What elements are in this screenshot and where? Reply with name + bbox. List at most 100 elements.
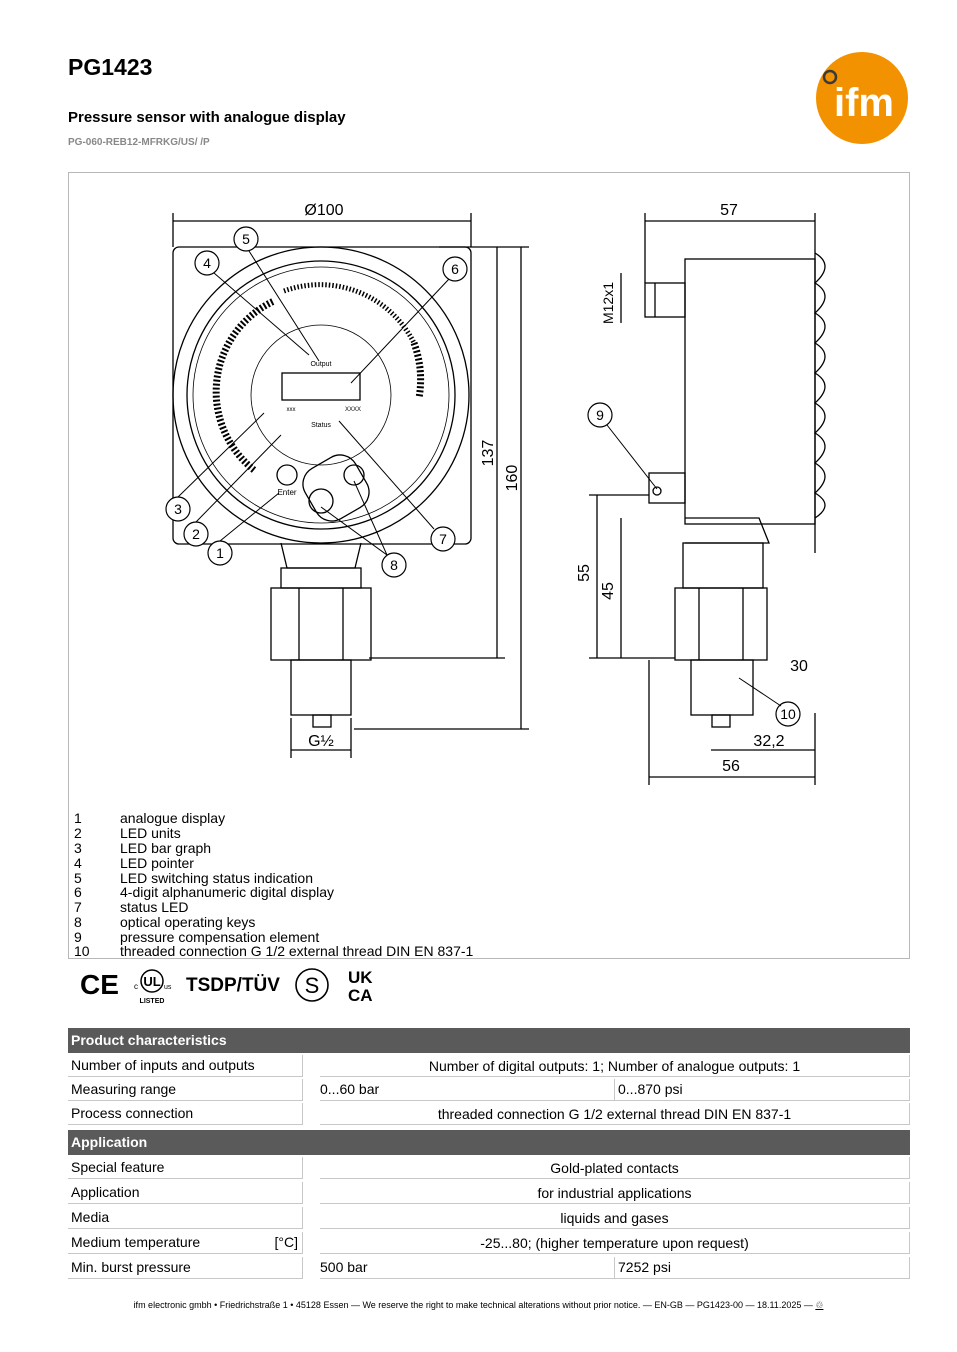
svg-text:6: 6 xyxy=(451,261,459,277)
svg-text:7: 7 xyxy=(439,531,447,547)
svg-text:32,2: 32,2 xyxy=(753,733,784,750)
svg-text:4: 4 xyxy=(203,255,211,271)
front-bezel-outer xyxy=(172,246,470,544)
svg-text:10: 10 xyxy=(780,706,796,722)
front-bezel-inner xyxy=(186,260,456,530)
section-header-product-characteristics: Product characteristics xyxy=(68,1028,910,1053)
svg-text:45: 45 xyxy=(600,582,617,600)
legend-number: 8 xyxy=(74,914,82,930)
legend-number: 7 xyxy=(74,899,82,915)
ukca-mark-icon: UK CA xyxy=(348,968,373,1005)
s-mark-icon: S xyxy=(295,968,329,1002)
legend-text: optical operating keys xyxy=(120,914,256,930)
row-label: Number of inputs and outputs xyxy=(68,1055,303,1077)
svg-text:c: c xyxy=(134,982,138,991)
legend-number: 3 xyxy=(74,840,82,856)
svg-text:XXXX: XXXX xyxy=(345,407,361,413)
svg-text:xxx: xxx xyxy=(287,407,296,413)
svg-text:UK: UK xyxy=(348,968,373,987)
table-row: Min. burst pressure 500 bar 7252 psi xyxy=(68,1257,910,1279)
svg-text:ifm: ifm xyxy=(834,81,894,125)
product-title: Pressure sensor with analogue display xyxy=(68,109,346,126)
row-value-psi: 0...870 psi xyxy=(615,1079,910,1101)
legend-text: status LED xyxy=(120,899,189,915)
footer: ifm electronic gmbh • Friedrichstraße 1 … xyxy=(0,1300,957,1311)
svg-text:Output: Output xyxy=(310,361,331,368)
table-row: Medium temperature [°C] -25...80; (highe… xyxy=(68,1232,910,1254)
recycle-icon: ♲ xyxy=(815,1300,824,1310)
svg-text:UL: UL xyxy=(143,974,160,989)
svg-text:9: 9 xyxy=(596,407,604,423)
certification-marks: CE UL c us LISTED TSDP/TÜV S UK CA xyxy=(72,965,412,1005)
legend-text: LED units xyxy=(120,825,181,841)
row-value-bar: 500 bar xyxy=(320,1257,615,1279)
row-label: Measuring range xyxy=(68,1079,303,1101)
row-value: threaded connection G 1/2 external threa… xyxy=(320,1103,910,1125)
table-row: Application for industrial applications xyxy=(68,1182,910,1204)
legend-text: LED bar graph xyxy=(120,840,212,856)
table-row: Media liquids and gases xyxy=(68,1207,910,1229)
legend-text: 4-digit alphanumeric digital display xyxy=(120,884,335,900)
dimension-drawing: Ø100 57 137 160 M12x1 55 45 G½ 32,2 56 3… xyxy=(68,172,910,959)
legend-number: 10 xyxy=(74,943,90,959)
product-code: PG1423 xyxy=(68,54,153,80)
row-value-bar: 0...60 bar xyxy=(320,1079,615,1101)
ifm-logo: ifm xyxy=(814,50,910,146)
svg-text:S: S xyxy=(305,973,320,998)
svg-text:8: 8 xyxy=(390,557,398,573)
row-label: Application xyxy=(68,1182,303,1204)
svg-text:137: 137 xyxy=(480,440,497,467)
svg-text:55: 55 xyxy=(576,564,593,582)
legend-text: pressure compensation element xyxy=(120,929,320,945)
svg-text:M12x1: M12x1 xyxy=(600,282,616,324)
ul-listed-icon: UL c us LISTED xyxy=(134,969,172,1005)
row-label-text: Medium temperature xyxy=(71,1234,201,1250)
order-code: PG-060-REB12-MFRKG/US/ /P xyxy=(68,137,210,148)
row-value: Gold-plated contacts xyxy=(320,1157,910,1179)
legend-number: 5 xyxy=(74,870,82,886)
svg-text:3: 3 xyxy=(174,501,182,517)
dial-inner xyxy=(250,324,392,466)
svg-text:30: 30 xyxy=(790,658,808,675)
row-label: Media xyxy=(68,1207,303,1229)
row-value: -25...80; (higher temperature upon reque… xyxy=(320,1232,910,1254)
svg-text:160: 160 xyxy=(504,465,521,492)
row-label: Medium temperature [°C] xyxy=(68,1232,303,1254)
row-value: for industrial applications xyxy=(320,1182,910,1204)
led-bar-left xyxy=(212,297,276,473)
row-label: Min. burst pressure xyxy=(68,1257,303,1279)
svg-text:LISTED: LISTED xyxy=(140,998,165,1005)
row-value: liquids and gases xyxy=(320,1207,910,1229)
table-row: Number of inputs and outputs Number of d… xyxy=(68,1055,910,1077)
svg-text:Status: Status xyxy=(311,422,331,429)
svg-text:2: 2 xyxy=(192,526,200,542)
legend-number: 9 xyxy=(74,929,82,945)
svg-text:Enter: Enter xyxy=(277,488,296,497)
svg-text:5: 5 xyxy=(242,231,250,247)
ce-mark-icon: CE xyxy=(80,969,119,1000)
svg-text:Ø100: Ø100 xyxy=(304,202,343,219)
row-label: Special feature xyxy=(68,1157,303,1179)
legend-text: LED switching status indication xyxy=(120,870,313,886)
legend-number: 6 xyxy=(74,884,82,900)
svg-text:G½: G½ xyxy=(308,733,334,750)
table-row: Measuring range 0...60 bar 0...870 psi xyxy=(68,1079,910,1101)
footer-text: ifm electronic gmbh • Friedrichstraße 1 … xyxy=(133,1300,813,1310)
legend-text: analogue display xyxy=(120,810,226,826)
svg-text:1: 1 xyxy=(216,545,224,561)
legend-number: 4 xyxy=(74,855,82,871)
legend-number: 1 xyxy=(74,810,82,826)
svg-text:56: 56 xyxy=(722,758,740,775)
svg-text:us: us xyxy=(164,984,172,991)
row-value-psi: 7252 psi xyxy=(615,1257,910,1279)
row-unit: [°C] xyxy=(274,1234,299,1250)
table-row: Process connection threaded connection G… xyxy=(68,1103,910,1125)
section-header-application: Application xyxy=(68,1130,910,1155)
svg-text:CA: CA xyxy=(348,986,373,1005)
legend-number: 2 xyxy=(74,825,82,841)
row-value: Number of digital outputs: 1; Number of … xyxy=(320,1055,910,1077)
svg-text:57: 57 xyxy=(720,202,738,219)
tuev-mark-icon: TSDP/TÜV xyxy=(186,975,280,996)
digital-display xyxy=(281,372,361,401)
row-label: Process connection xyxy=(68,1103,303,1125)
